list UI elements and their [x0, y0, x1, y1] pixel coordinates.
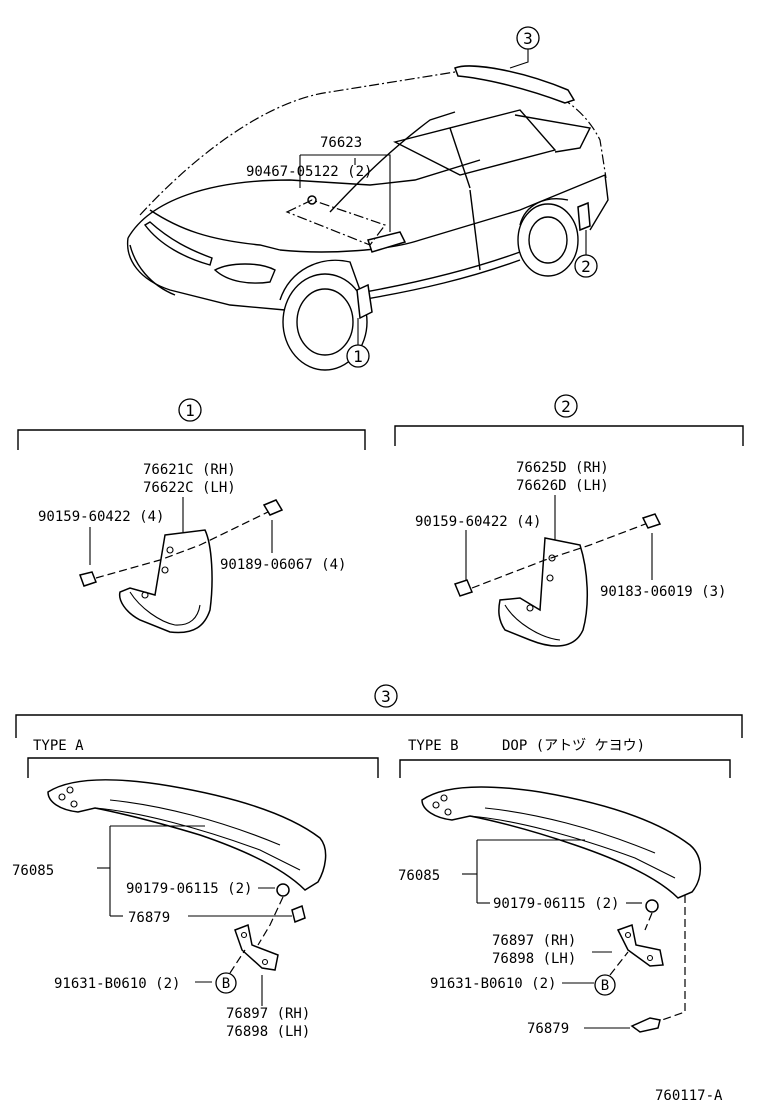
type-b-screw-part [645, 899, 659, 913]
type-b-ref-text: B [601, 978, 609, 994]
section-2-header-icon [554, 394, 578, 418]
type-a-cap-part [291, 904, 306, 924]
type-b-title: TYPE B [408, 738, 459, 754]
s1-screw-part [79, 571, 97, 587]
type-a-bracket-part [234, 923, 279, 971]
type-a-title: TYPE A [33, 738, 84, 754]
s1-nut-part [262, 499, 284, 516]
section-2-bracket [394, 425, 744, 446]
type-b-spoiler-label: 76085 [398, 868, 440, 884]
s2-screw-part [453, 579, 474, 597]
s2-mudguard-lh-label: 76626D (LH) [516, 478, 609, 494]
s1-mudguard-lh-label: 76622C (LH) [143, 480, 236, 496]
callout-3-text: 3 [523, 29, 533, 48]
type-b-bracket-rh-label: 76897 (RH) [492, 933, 576, 949]
section-1-header-icon [178, 398, 202, 422]
type-a-screw-part [276, 883, 290, 897]
vehicle-roof-outline [139, 71, 607, 216]
s1-mudguard-rh-label: 76621C (RH) [143, 462, 236, 478]
section-3-rear-spoiler: 3 TYPE A 76085 90179-06115 (2) 76879 916… [12, 684, 743, 1040]
vehicle-windshield [329, 111, 456, 213]
type-b-bracket-part [616, 924, 664, 967]
type-b-cap-part [630, 1017, 661, 1033]
section-2-rear-mudguard: 2 76625D (RH) 76626D (LH) 90159-60422 (4… [394, 394, 744, 647]
s1-mudguard-part [118, 529, 213, 634]
callout-3-overview [516, 26, 540, 50]
bolt-90467-label: 90467-05122 (2) [246, 164, 372, 180]
section-3-header: 3 [381, 687, 391, 706]
type-b-bracket-lh-label: 76898 (LH) [492, 951, 576, 967]
bracket-76623 [367, 231, 407, 253]
diagram-id: 760117-A [655, 1088, 723, 1104]
s2-nut-label: 90183-06019 (3) [600, 584, 726, 600]
type-a-plug-label: 91631-B0610 (2) [54, 976, 180, 992]
section-3-header-icon [374, 684, 398, 708]
type-b-ref-icon [594, 974, 616, 996]
type-b-cap-label: 76879 [527, 1021, 569, 1037]
section-1-header: 1 [185, 401, 195, 420]
roof-spoiler-mark [454, 65, 576, 104]
s2-mudguard-part [498, 537, 589, 647]
type-a-cap-label: 76879 [128, 910, 170, 926]
s2-mudguard-rh-label: 76625D (RH) [516, 460, 609, 476]
s2-nut-part [641, 513, 662, 529]
type-b-spoiler-part [421, 786, 702, 899]
type-b-screw-label: 90179-06115 (2) [493, 896, 619, 912]
s1-nut-label: 90189-06067 (4) [220, 557, 346, 573]
section-2-header: 2 [561, 397, 571, 416]
type-a-ref-text: B [222, 976, 230, 992]
vehicle-overview [126, 48, 609, 371]
s1-screw-label: 90159-60422 (4) [38, 509, 164, 525]
rear-mudguard-mark [577, 201, 591, 232]
type-a-bracket-rh-label: 76897 (RH) [226, 1006, 310, 1022]
type-b-plug-label: 91631-B0610 (2) [430, 976, 556, 992]
part-76623-label: 76623 [320, 135, 362, 151]
type-a-bracket-lh-label: 76898 (LH) [226, 1024, 310, 1040]
callout-1-overview [346, 344, 370, 368]
vehicle-hood [127, 159, 481, 239]
type-a-spoiler-part [47, 779, 327, 891]
front-wheel [282, 273, 368, 371]
callout-1-text: 1 [353, 347, 363, 366]
front-mudguard-mark [356, 283, 373, 320]
type-a-ref-icon [215, 972, 237, 994]
callout-2-overview [574, 254, 598, 278]
type-b-bracket [399, 759, 731, 778]
section-3-bracket [15, 714, 743, 738]
section-1-bracket [17, 429, 366, 450]
type-a-spoiler-label: 76085 [12, 863, 54, 879]
type-b-note: DOP (アトヅ ケヨウ) [502, 738, 645, 754]
type-a-bracket [27, 757, 379, 778]
callout-2-text: 2 [581, 257, 591, 276]
type-a-screw-label: 90179-06115 (2) [126, 881, 252, 897]
section-1-front-mudguard: 1 76621C (RH) 76622C (LH) 90159-60422 (4… [17, 398, 366, 634]
headlight [213, 263, 276, 284]
s2-screw-label: 90159-60422 (4) [415, 514, 541, 530]
rear-wheel [517, 203, 579, 277]
